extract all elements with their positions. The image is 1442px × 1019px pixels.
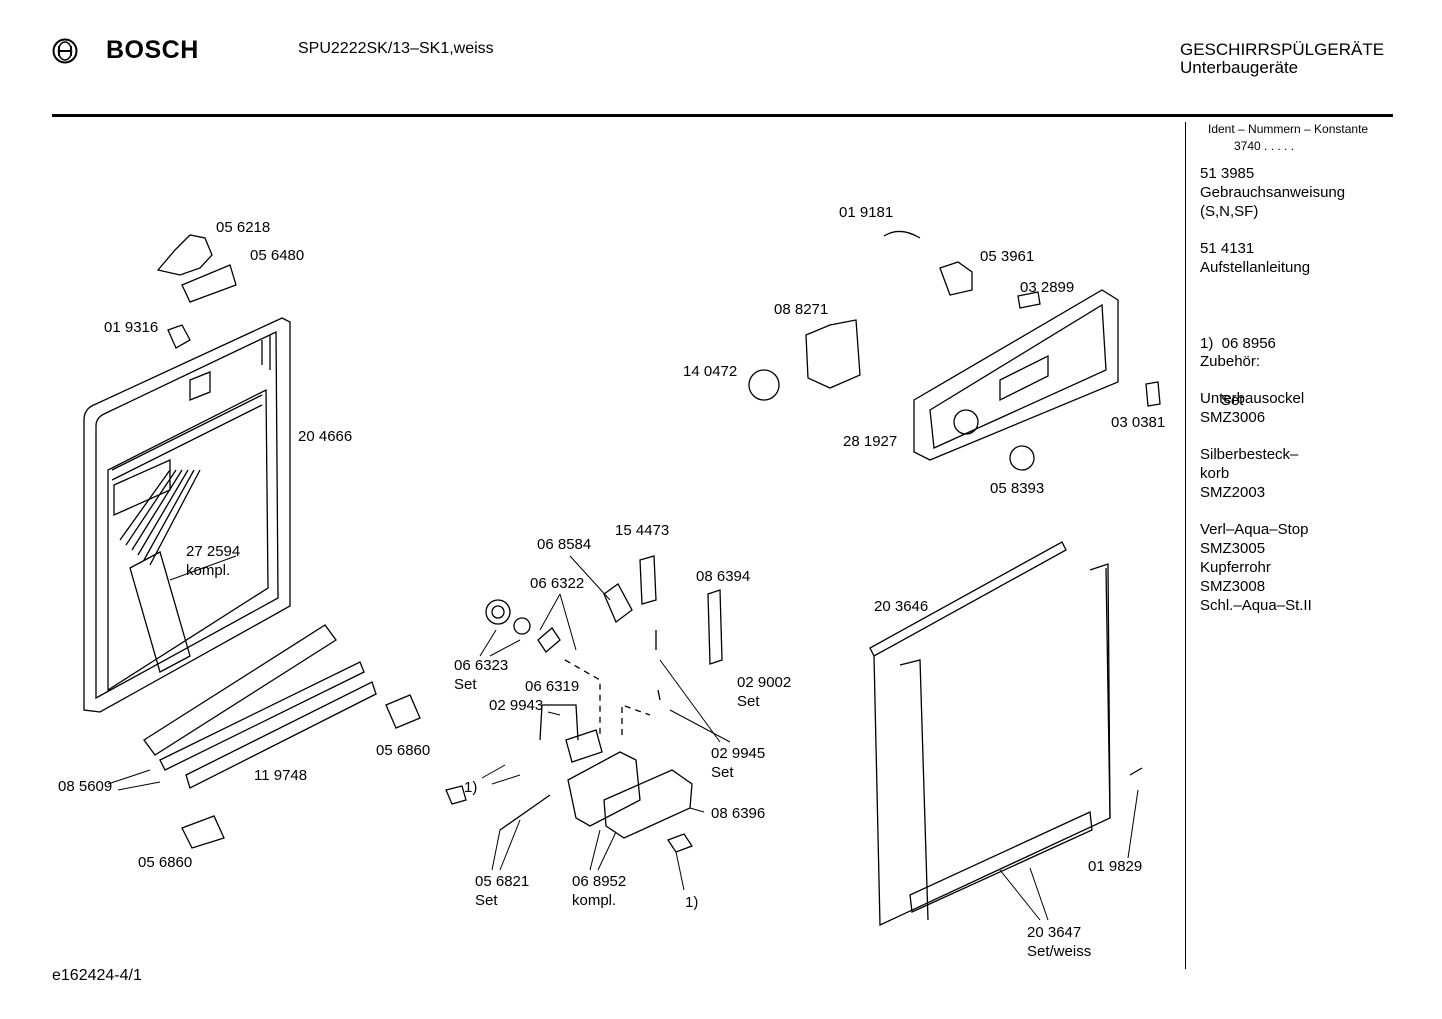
part-label: 06 8584 xyxy=(537,536,592,553)
part-label: 05 6860 xyxy=(376,742,431,759)
part-label: 08 8271 xyxy=(774,301,829,318)
part-label: 1) xyxy=(685,894,699,911)
sidebar-block-manual: 51 3985 Gebrauchsanweisung (S,N,SF) xyxy=(1200,165,1346,220)
part-label: 01 9181 xyxy=(839,204,894,221)
konstante-value: 3740 . . . . . xyxy=(1234,139,1295,153)
part-label: 06 6322 xyxy=(530,575,585,592)
part-label: 1) xyxy=(464,779,478,796)
latch-part-drawing xyxy=(156,234,237,349)
category-title: GESCHIRRSPÜLGERÄTE xyxy=(1180,40,1385,59)
part-label: 20 3646 xyxy=(874,598,929,615)
sidebar-block-accessories-heading: Zubehör: xyxy=(1200,353,1261,370)
model-number: SPU2222SK/13–SK1,weiss xyxy=(298,40,494,57)
part-label: 02 9943 xyxy=(489,697,544,714)
ident-header: Ident – Nummern – Konstante xyxy=(1208,122,1369,136)
sidebar-block-base: Unterbausockel SMZ3006 xyxy=(1200,390,1305,426)
part-label: 20 4666 xyxy=(298,428,353,445)
part-label: 08 6396 xyxy=(711,805,766,822)
leader-lines xyxy=(107,555,1139,921)
brand-name: BOSCH xyxy=(106,36,199,64)
part-label: 14 0472 xyxy=(683,363,738,380)
part-label: 05 3961 xyxy=(980,248,1035,265)
part-label: 05 6860 xyxy=(138,854,193,871)
part-label: 28 1927 xyxy=(843,433,898,450)
part-label: 01 9829 xyxy=(1088,858,1143,875)
control-panel-drawing xyxy=(748,230,1161,471)
header-divider xyxy=(52,114,1393,117)
sidebar-block-cutlery: Silberbesteck– korb SMZ2003 xyxy=(1200,446,1299,501)
drawing-number: e162424-4/1 xyxy=(52,967,142,984)
part-label: 03 0381 xyxy=(1111,414,1166,431)
part-label: 11 9748 xyxy=(254,767,308,784)
part-label: 08 6394 xyxy=(696,568,751,585)
part-label: 03 2899 xyxy=(1020,279,1075,296)
door-panel-drawing xyxy=(83,317,291,713)
part-label: 05 6218 xyxy=(216,219,271,236)
category-subtitle: Unterbaugeräte xyxy=(1180,58,1299,77)
part-label: 06 6319 xyxy=(525,678,580,695)
door-frame-drawing xyxy=(869,541,1143,927)
sidebar-block-set: 1) 06 8956 Set xyxy=(1200,335,1276,409)
part-label: 05 8393 xyxy=(990,480,1045,497)
part-label: 01 9316 xyxy=(104,319,159,336)
door-lock-mechanism-drawing xyxy=(445,555,723,853)
bosch-logo-icon xyxy=(52,38,78,64)
sidebar-block-aquastop: Verl–Aqua–Stop SMZ3005 Kupferrohr SMZ300… xyxy=(1200,521,1312,614)
sidebar-block-install: 51 4131 Aufstellanleitung xyxy=(1200,240,1311,276)
part-label: 15 4473 xyxy=(615,522,670,539)
rails-drawing xyxy=(143,624,421,849)
part-label: 05 6480 xyxy=(250,247,305,264)
sidebar-divider xyxy=(1185,122,1186,969)
part-label: 08 5609 xyxy=(58,778,113,795)
